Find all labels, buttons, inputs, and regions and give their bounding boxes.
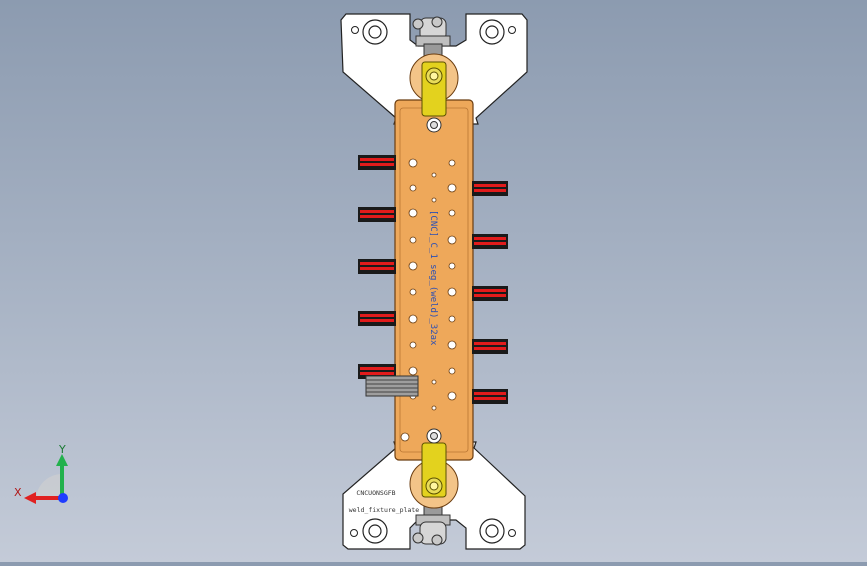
y-axis-arrow-icon bbox=[56, 454, 68, 466]
plate-label-1: CNCUONSGFB bbox=[356, 489, 395, 497]
plate-label-2: weld_fixture_plate bbox=[349, 506, 420, 514]
left-locator-2[interactable] bbox=[358, 207, 396, 222]
triad-x-label: X bbox=[14, 486, 22, 499]
z-axis-dot-icon bbox=[58, 493, 68, 503]
right-locator-5[interactable] bbox=[472, 389, 508, 404]
triad-y-label: Y bbox=[58, 443, 66, 456]
left-locator-4[interactable] bbox=[358, 311, 396, 326]
coordinate-triad: Y X bbox=[14, 443, 68, 504]
top-pin-assembly[interactable] bbox=[412, 16, 451, 57]
x-axis-arrow-icon bbox=[24, 492, 36, 504]
left-locator-1[interactable] bbox=[358, 155, 396, 170]
right-locator-3[interactable] bbox=[472, 286, 508, 301]
fixture-engraving: [CNC]_C_1 seg_(weld)_32ax bbox=[428, 210, 438, 346]
right-locator-4[interactable] bbox=[472, 339, 508, 354]
left-locator-5[interactable] bbox=[358, 364, 396, 379]
top-toggle-clamp[interactable] bbox=[409, 53, 459, 133]
right-locator-2[interactable] bbox=[472, 234, 508, 249]
grey-support-block[interactable] bbox=[365, 375, 419, 397]
left-locator-3[interactable] bbox=[358, 259, 396, 274]
bottom-toggle-clamp[interactable] bbox=[409, 428, 459, 509]
right-locator-1[interactable] bbox=[472, 181, 508, 196]
fixture-hole-grid bbox=[400, 158, 457, 442]
